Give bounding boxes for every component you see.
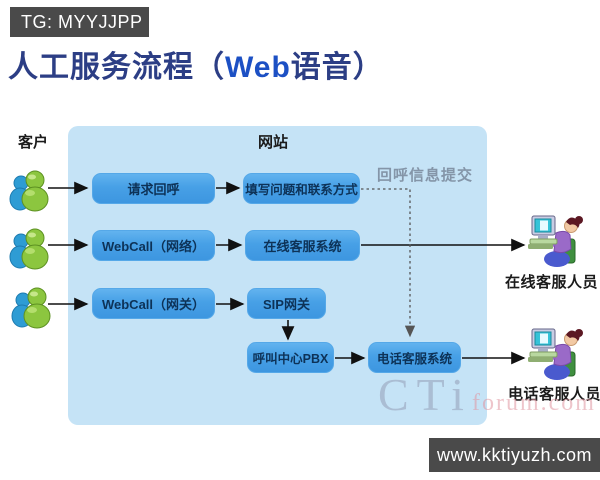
- title-suffix: 语音）: [290, 51, 384, 84]
- flow-box-phone-service-system: 电话客服系统: [368, 342, 461, 373]
- customer-buddy-icon: [9, 228, 49, 270]
- phone-agent-label: 电话客服人员: [508, 386, 600, 403]
- site-watermark-text: www.kktiyuzh.com: [436, 444, 593, 465]
- phone-agent-computer-icon: [528, 328, 583, 380]
- customer-label: 客户: [18, 134, 49, 151]
- flow-box-online-service-system: 在线客服系统: [245, 230, 360, 261]
- flow-box-sip-gateway: SIP网关: [247, 288, 326, 319]
- flow-box-request-callback: 请求回呼: [92, 173, 215, 204]
- flow-box-fill-contact-info: 填写问题和联系方式: [243, 173, 360, 204]
- tg-watermark-text: TG: MYYJJPP: [21, 11, 143, 32]
- site-watermark-badge: www.kktiyuzh.com: [429, 438, 600, 472]
- online-agent-computer-icon: [528, 215, 583, 267]
- flow-box-call-center-pbx: 呼叫中心PBX: [247, 342, 334, 373]
- flow-box-webcall-gateway: WebCall（网关）: [92, 288, 215, 319]
- page-title: 人工服务流程（Web语音）: [8, 42, 384, 86]
- cti-watermark-big: CTi: [378, 369, 472, 420]
- customer-buddy-icon: [9, 170, 49, 212]
- tg-watermark-badge: TG: MYYJJPP: [10, 7, 149, 37]
- cti-watermark: CTiforum.com: [378, 368, 596, 421]
- callback-note-label: 回呼信息提交: [377, 167, 474, 184]
- title-web: Web: [225, 51, 291, 84]
- website-label: 网站: [258, 134, 289, 151]
- customer-buddy-icon: [11, 287, 51, 329]
- online-agent-label: 在线客服人员: [505, 274, 599, 291]
- flow-box-webcall-network: WebCall（网络）: [92, 230, 215, 261]
- cti-watermark-small: forum.com: [471, 390, 596, 416]
- title-prefix: 人工服务流程（: [8, 51, 225, 84]
